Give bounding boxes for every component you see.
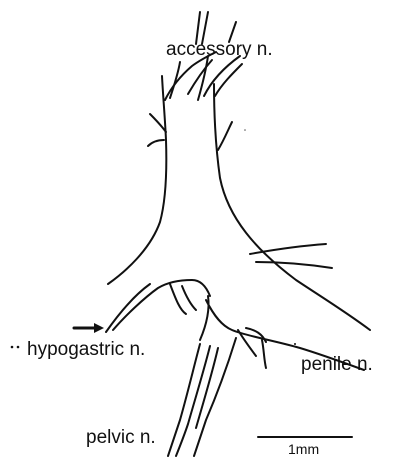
hypogastric-nerve-label: hypogastric n. [27,340,145,359]
right-arrow-icon [74,323,104,333]
penile-nerve-label: penile n. [301,355,373,374]
trunk-side-branch [148,140,164,146]
accessory-nerve-label: accessory n. [166,40,273,59]
trunk-left-edge [108,76,166,284]
trunk-side-branch [150,114,166,132]
pelvic-fiber [194,338,236,456]
pelvic-nerve-label: pelvic n. [86,428,156,447]
accessory-branch [198,56,208,100]
penile-branch [262,340,266,368]
pelvic-fiber [176,346,210,456]
trunk-right-edge [214,84,370,330]
accessory-branch [215,64,242,96]
hypogastric-upper [106,284,150,332]
trunk-side-branch [218,122,232,150]
scale-bar-label: 1mm [288,442,319,456]
hypogastric-side [182,286,196,310]
right-branch [256,262,332,268]
